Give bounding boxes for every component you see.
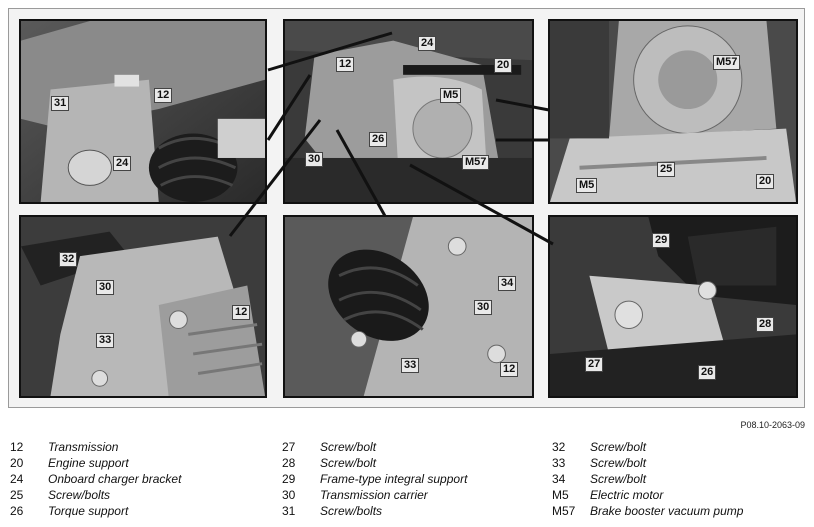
legend-text: Screw/bolts	[48, 488, 111, 502]
legend-number: M5	[552, 488, 569, 502]
legend-number: 28	[282, 456, 296, 470]
callout-28: 28	[756, 317, 775, 332]
legend-item: 26 Torque support	[10, 504, 181, 520]
photo-detail-top-left	[19, 19, 267, 204]
callout-31: 31	[51, 96, 70, 111]
legend-text: Frame-type integral support	[320, 472, 468, 486]
callout-29: 29	[652, 233, 671, 248]
callout-26: 26	[698, 365, 717, 380]
callout-25: 25	[657, 162, 676, 177]
legend-item: 20 Engine support	[10, 456, 181, 472]
legend-text: Torque support	[48, 504, 129, 518]
callout-33: 33	[401, 358, 420, 373]
legend-text: Onboard charger bracket	[48, 472, 182, 486]
legend-text: Brake booster vacuum pump	[590, 504, 744, 518]
legend: 12 Transmission 20 Engine support 24 Onboar…	[10, 440, 810, 520]
legend-text: Screw/bolt	[590, 472, 647, 486]
legend-item: M57 Brake booster vacuum pump	[552, 504, 743, 520]
legend-text: Screw/bolt	[590, 440, 647, 454]
photo-overview-top-center	[283, 19, 534, 204]
callout-30: 30	[305, 152, 324, 167]
legend-number: 34	[552, 472, 566, 486]
legend-text: Screw/bolt	[320, 440, 377, 454]
legend-text: Screw/bolt	[590, 456, 647, 470]
callout-27: 27	[585, 357, 604, 372]
callout-24: 24	[418, 36, 437, 51]
legend-text: Engine support	[48, 456, 129, 470]
legend-column-1: 12 Transmission 20 Engine support 24 Onboar…	[10, 440, 181, 520]
legend-number: 25	[10, 488, 24, 502]
legend-number: 27	[282, 440, 296, 454]
callout-20: 20	[494, 58, 513, 73]
legend-text: Screw/bolt	[320, 456, 377, 470]
legend-number: 30	[282, 488, 296, 502]
legend-text: Transmission carrier	[320, 488, 428, 502]
callout-32: 32	[59, 252, 78, 267]
legend-number: 31	[282, 504, 296, 518]
callout-20: 20	[756, 174, 775, 189]
legend-number: 26	[10, 504, 24, 518]
legend-number: 12	[10, 440, 24, 454]
callout-12: 12	[232, 305, 251, 320]
legend-number: 29	[282, 472, 296, 486]
callout-m57: M57	[713, 55, 741, 70]
legend-item: 29 Frame-type integral support	[282, 472, 467, 488]
callout-12: 12	[154, 88, 173, 103]
legend-text: Screw/bolts	[320, 504, 383, 518]
legend-number: 24	[10, 472, 24, 486]
legend-item: 27 Screw/bolt	[282, 440, 467, 456]
legend-item: 12 Transmission	[10, 440, 181, 456]
callout-m5: M5	[440, 88, 462, 103]
callout-26: 26	[369, 132, 388, 147]
callout-m57: M57	[462, 155, 490, 170]
legend-item: 30 Transmission carrier	[282, 488, 467, 504]
callout-12: 12	[500, 362, 519, 377]
legend-text: Transmission	[48, 440, 119, 454]
legend-item: 31 Screw/bolts	[282, 504, 467, 520]
legend-item: 34 Screw/bolt	[552, 472, 743, 488]
legend-number: 33	[552, 456, 566, 470]
legend-item: M5 Electric motor	[552, 488, 743, 504]
legend-item: 28 Screw/bolt	[282, 456, 467, 472]
callout-30: 30	[474, 300, 493, 315]
callout-m5: M5	[576, 178, 598, 193]
legend-item: 24 Onboard charger bracket	[10, 472, 181, 488]
legend-text: Electric motor	[590, 488, 664, 502]
callout-12: 12	[336, 57, 355, 72]
legend-item: 32 Screw/bolt	[552, 440, 743, 456]
legend-number: 32	[552, 440, 566, 454]
legend-item: 33 Screw/bolt	[552, 456, 743, 472]
callout-34: 34	[498, 276, 517, 291]
photo-detail-bottom-left	[19, 215, 267, 398]
legend-number: M57	[552, 504, 576, 518]
callout-33: 33	[96, 333, 115, 348]
figure-reference: P08.10-2063-09	[740, 420, 805, 430]
callout-24: 24	[113, 156, 132, 171]
callout-30: 30	[96, 280, 115, 295]
legend-item: 25 Screw/bolts	[10, 488, 181, 504]
legend-number: 20	[10, 456, 24, 470]
